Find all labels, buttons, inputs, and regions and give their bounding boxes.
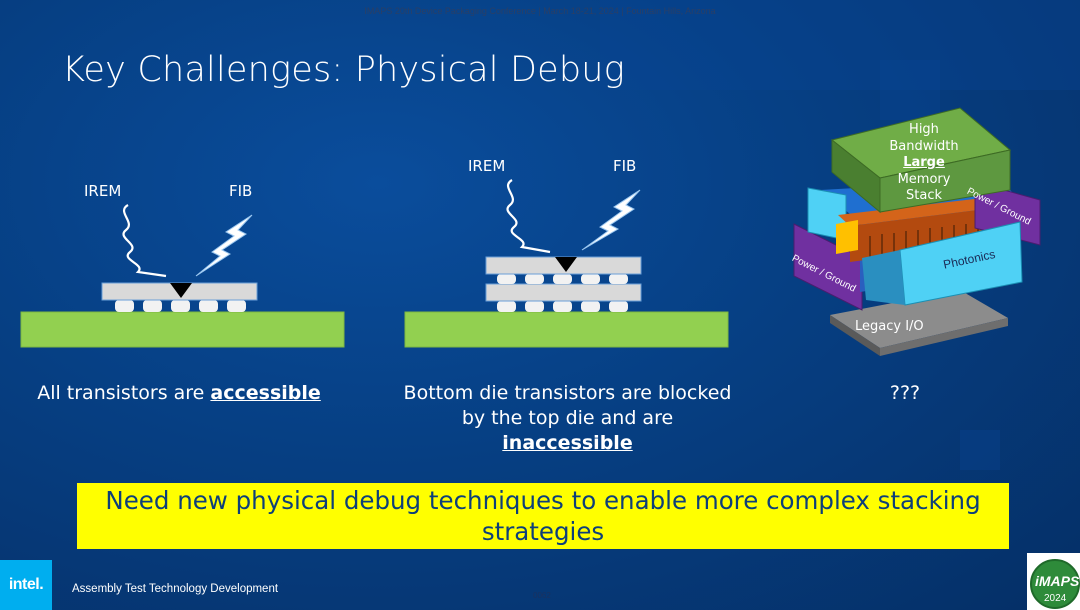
memory-stack-label: High Bandwidth Large Memory Stack xyxy=(889,122,959,203)
page-number: 0062 xyxy=(533,591,551,600)
caption-unknown: ??? xyxy=(889,382,921,404)
slide-title: Key Challenges: Physical Debug xyxy=(62,50,625,90)
footer-text: Assembly Test Technology Development xyxy=(72,583,279,595)
background-tile xyxy=(880,60,940,120)
bottom-bumps xyxy=(497,301,628,312)
callout-banner: Need new physical debug techniques to en… xyxy=(77,483,1009,549)
imaps-logo: iMAPS 2024 xyxy=(1027,553,1080,610)
irem-label: IREM xyxy=(84,182,122,200)
probe-tip xyxy=(170,283,192,298)
substrate xyxy=(404,311,729,348)
background-tile xyxy=(600,0,1080,90)
fib-label: FIB xyxy=(229,182,253,200)
caption-inaccessible: Bottom die transistors are blocked by th… xyxy=(403,382,732,454)
substrate xyxy=(20,311,345,348)
background-tile xyxy=(960,430,1000,470)
irem-wave-icon xyxy=(122,204,167,278)
fib-bolt-icon xyxy=(581,189,641,251)
memory-stack xyxy=(830,107,1012,214)
legacy-io-base xyxy=(830,290,1008,348)
intel-logo: intel. xyxy=(0,560,52,610)
irem-label: IREM xyxy=(468,157,506,175)
top-bumps xyxy=(497,274,628,284)
interconnect-bars xyxy=(836,196,1010,262)
solder-bumps xyxy=(115,300,246,312)
probe-tip xyxy=(555,257,577,272)
legacy-io-label: Legacy I/O xyxy=(855,319,924,334)
conference-header: IMAPS 20th Device Packaging Conference |… xyxy=(364,6,716,16)
caption-accessible: All transistors are accessible xyxy=(37,382,321,404)
irem-wave-icon xyxy=(506,179,551,254)
fib-label: FIB xyxy=(613,157,637,175)
fib-bolt-icon xyxy=(195,214,253,277)
